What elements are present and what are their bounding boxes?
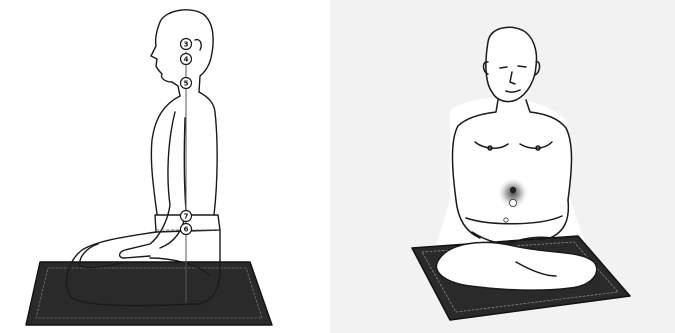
side-view-figure-panel: 3 4 5 7 6 <box>0 0 330 333</box>
marker-label: 5 <box>184 80 189 88</box>
marker-label: 6 <box>184 226 189 234</box>
marker-5: 5 <box>181 78 192 89</box>
marker-4: 4 <box>181 54 192 65</box>
focus-point-dark <box>510 187 516 193</box>
marker-label: 4 <box>184 56 189 64</box>
marker-label: 3 <box>184 41 189 49</box>
front-view-figure-panel <box>330 0 675 333</box>
focus-point-light <box>509 199 516 206</box>
marker-7: 7 <box>181 211 192 222</box>
focus-point-small <box>504 218 508 222</box>
front-view-illustration <box>330 0 675 333</box>
marker-6: 6 <box>181 224 192 235</box>
side-view-illustration: 3 4 5 7 6 <box>0 0 330 333</box>
marker-3: 3 <box>181 39 192 50</box>
marker-label: 7 <box>184 213 189 221</box>
